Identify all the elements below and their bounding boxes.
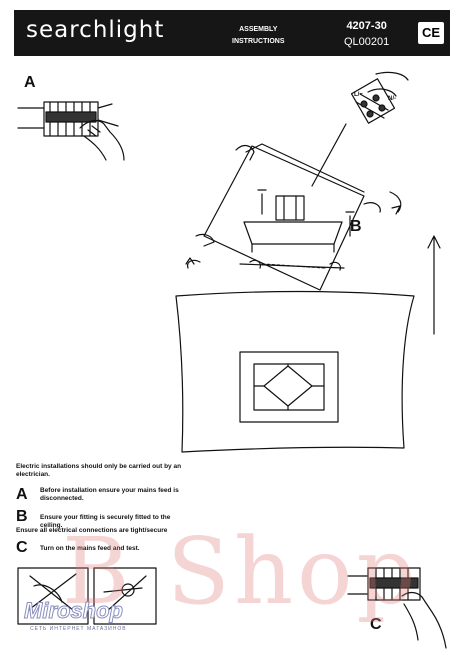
hand-a-icon: [79, 119, 125, 161]
ceiling-plate: [203, 143, 365, 291]
step-b-text: Ensure your fitting is securely fitted t…: [40, 514, 171, 529]
terminal-block-c-icon: [347, 567, 421, 601]
step-c-letter: C: [16, 539, 28, 556]
screw-icons: [257, 189, 355, 237]
miroshop-logo: Miroshop: [24, 598, 124, 624]
connections-note: Ensure all electrical connections are ti…: [16, 527, 168, 534]
disconnect-photo-1: [17, 567, 89, 625]
miroshop-tagline: СЕТЬ ИНТЕРНЕТ МАГАЗИНОВ: [30, 626, 127, 632]
product-code: QL00201: [344, 36, 390, 48]
step-b-letter: B: [16, 508, 28, 525]
disconnect-photo-2: [93, 567, 157, 625]
document-title: ASSEMBLY INSTRUCTIONS: [232, 24, 285, 48]
rotate-arrow-left-icon: [185, 257, 201, 269]
brand-logo: searchlight: [26, 17, 165, 43]
header-bar: searchlight ASSEMBLY INSTRUCTIONS 4207-3…: [14, 10, 450, 56]
terminal-label-l: L/~: [354, 92, 363, 98]
ce-mark-icon: CE: [418, 22, 444, 44]
step-a-text: Before installation ensure your mains fe…: [40, 487, 179, 502]
shade-decoration: [239, 351, 339, 423]
step-a-letter: A: [16, 486, 28, 503]
plate-clips: [195, 144, 381, 247]
title-line-2: INSTRUCTIONS: [232, 38, 285, 45]
up-arrow-icon: [427, 235, 441, 335]
title-line-1: ASSEMBLY: [239, 26, 278, 33]
bracket-rod: [239, 259, 345, 271]
wire-connector-icon: [350, 71, 409, 124]
hand-c-icon: [401, 591, 447, 649]
rotate-arrow-right-icon: [389, 191, 402, 215]
mounting-bracket: [243, 195, 343, 253]
model-number: 4207-30: [346, 20, 387, 32]
terminal-label-n: N/-: [388, 96, 396, 102]
electrician-warning: Electric installations should only be ca…: [16, 463, 182, 478]
label-c: C: [370, 616, 382, 633]
label-a: A: [24, 74, 36, 91]
lamp-shade: [175, 290, 415, 453]
step-c-text: Turn on the mains feed and test.: [40, 545, 140, 552]
watermark-text: B Shop: [62, 518, 420, 625]
terminal-block-a-icon: [17, 101, 119, 137]
label-b: B: [350, 218, 362, 235]
model-block: 4207-30 QL00201: [344, 18, 389, 50]
connection-leader-line: [311, 123, 347, 187]
